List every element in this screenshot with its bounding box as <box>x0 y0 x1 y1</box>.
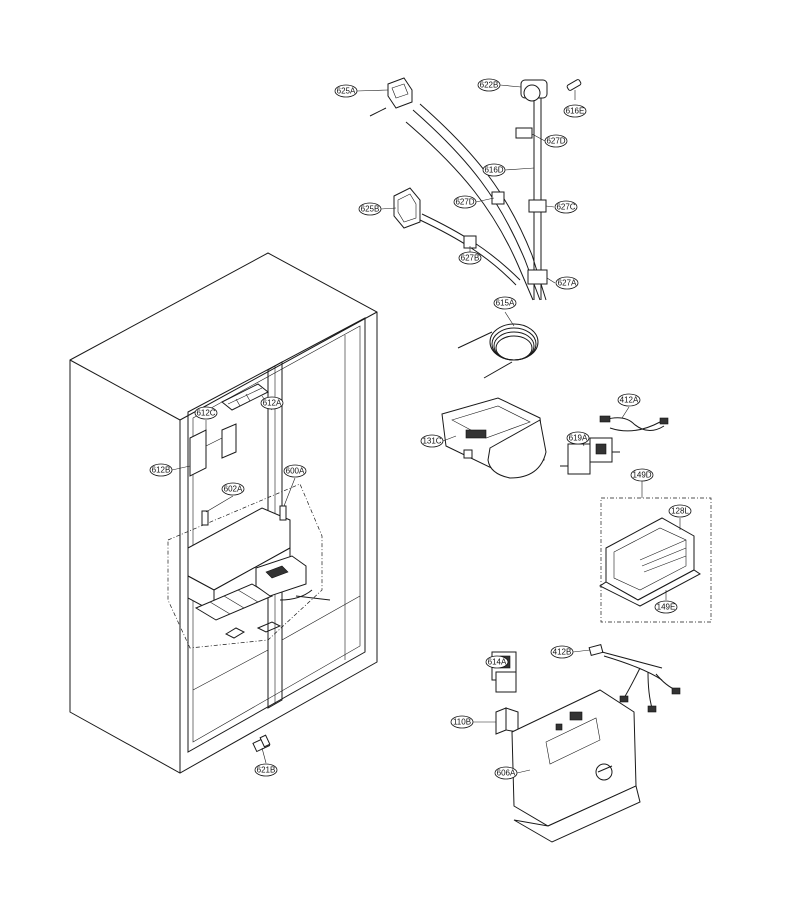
svg-text:149E: 149E <box>657 603 676 612</box>
ice-maker-housing-606A <box>511 689 641 843</box>
wire-harness-412B <box>588 643 681 713</box>
callout-149E: 149E <box>654 600 678 614</box>
callout-627D-lower: 627D <box>453 195 477 209</box>
callout-412A: 412A <box>617 393 641 407</box>
svg-text:612B: 612B <box>152 466 171 475</box>
svg-text:625B: 625B <box>361 205 380 214</box>
svg-text:612C: 612C <box>196 409 215 418</box>
water-tubing-assembly <box>405 79 582 301</box>
callout-612B: 612B <box>149 463 173 477</box>
svg-text:612A: 612A <box>263 399 282 408</box>
callout-600A: 600A <box>283 464 307 478</box>
svg-text:412B: 412B <box>553 648 572 657</box>
svg-text:619A: 619A <box>569 434 588 443</box>
callout-606A: 606A <box>494 766 518 780</box>
callout-627A: 627A <box>555 276 579 290</box>
callout-612C: 612C <box>194 406 218 420</box>
svg-text:131C: 131C <box>422 437 441 446</box>
svg-text:627A: 627A <box>558 279 577 288</box>
callout-616E: 616E <box>563 104 587 118</box>
svg-text:627C: 627C <box>556 203 575 212</box>
callout-labels: 625A 622B 616E 627D 616D 625B 627D 627C … <box>149 78 692 780</box>
callout-412B: 412B <box>550 645 574 659</box>
callout-625B: 625B <box>358 202 382 216</box>
svg-text:110B: 110B <box>453 718 471 727</box>
svg-text:616D: 616D <box>484 166 503 175</box>
svg-text:627B: 627B <box>461 254 480 263</box>
callout-627B: 627B <box>458 251 482 265</box>
callout-614A: 614A <box>485 655 509 669</box>
svg-text:600A: 600A <box>286 467 305 476</box>
ice-bucket <box>441 397 547 479</box>
callout-616D: 616D <box>482 163 506 177</box>
svg-text:622B: 622B <box>480 81 499 90</box>
ice-maker-brackets <box>189 383 269 477</box>
callout-622B: 622B <box>477 78 501 92</box>
svg-text:627D: 627D <box>546 137 565 146</box>
callout-602A: 602A <box>221 482 245 496</box>
svg-text:616E: 616E <box>566 107 585 116</box>
ice-maker-assembly <box>167 483 331 649</box>
svg-text:128L: 128L <box>671 507 689 516</box>
callout-131C: 131C <box>420 434 444 448</box>
callout-627C: 627C <box>554 200 578 214</box>
shelf-frame-group <box>599 497 712 623</box>
svg-text:149D: 149D <box>632 471 651 480</box>
fitting-621B <box>252 734 271 753</box>
tube-covers <box>369 77 421 229</box>
svg-text:627D: 627D <box>455 198 474 207</box>
svg-text:412A: 412A <box>620 396 639 405</box>
callout-612A: 612A <box>260 396 284 410</box>
callout-149D: 149D <box>630 468 654 482</box>
callout-625A: 625A <box>334 84 358 98</box>
water-valve-and-harness <box>560 415 669 475</box>
callout-128L: 128L <box>668 504 692 518</box>
svg-text:615A: 615A <box>496 299 515 308</box>
callout-615A: 615A <box>493 296 517 310</box>
svg-text:625A: 625A <box>337 87 356 96</box>
callout-619A: 619A <box>566 431 590 445</box>
svg-text:621B: 621B <box>257 766 276 775</box>
svg-text:614A: 614A <box>488 658 507 667</box>
callout-621B: 621B <box>254 763 278 777</box>
coiled-tube <box>457 323 539 379</box>
refrigerator-cabinet <box>69 252 378 774</box>
svg-text:602A: 602A <box>224 485 243 494</box>
callout-627D-upper: 627D <box>544 134 568 148</box>
clip-110B <box>495 707 519 735</box>
svg-text:606A: 606A <box>497 769 516 778</box>
callout-110B: 110B <box>450 715 474 729</box>
